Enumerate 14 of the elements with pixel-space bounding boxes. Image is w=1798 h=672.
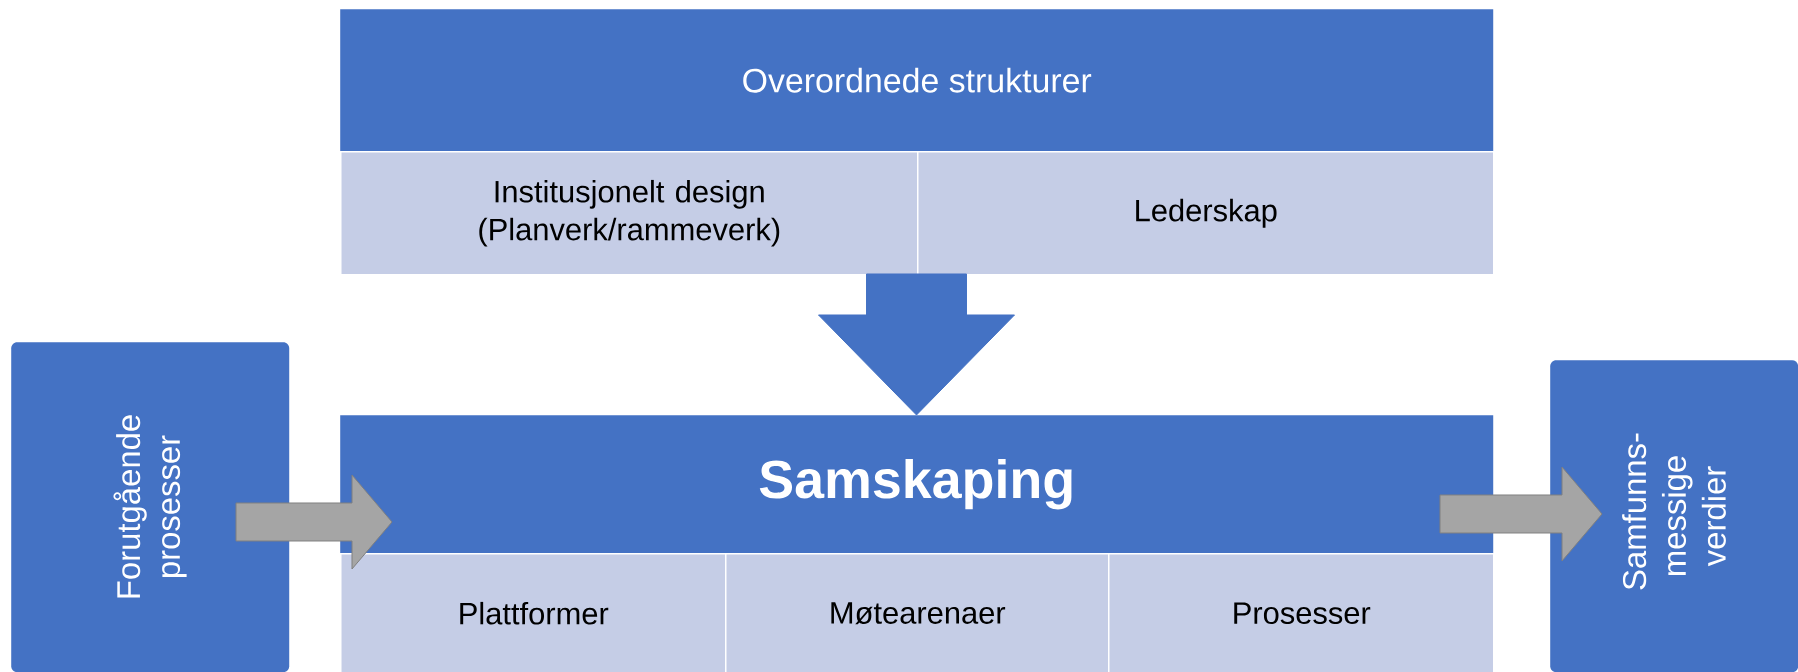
process-panel: Samskaping [340, 415, 1494, 554]
cell: Institusjonelt design (Planverk/rammeverk) [340, 151, 919, 276]
node-label: Møtearenaer [831, 602, 1006, 625]
block-arrow [235, 474, 393, 570]
side-box: Samfunns-messige verdier [1550, 360, 1798, 672]
node-label: Plattformer [460, 601, 609, 625]
cell: Prosesser [1108, 553, 1495, 672]
cell: Plattformer [340, 553, 727, 672]
side-box: Forutgående prosesser [11, 342, 290, 672]
header-panel: Overordnede strukturer [340, 9, 1494, 152]
cell: Lederskap [917, 151, 1495, 276]
cell: Møtearenaer [725, 553, 1110, 672]
block-arrow [818, 273, 1015, 416]
block-arrow [1439, 466, 1603, 562]
